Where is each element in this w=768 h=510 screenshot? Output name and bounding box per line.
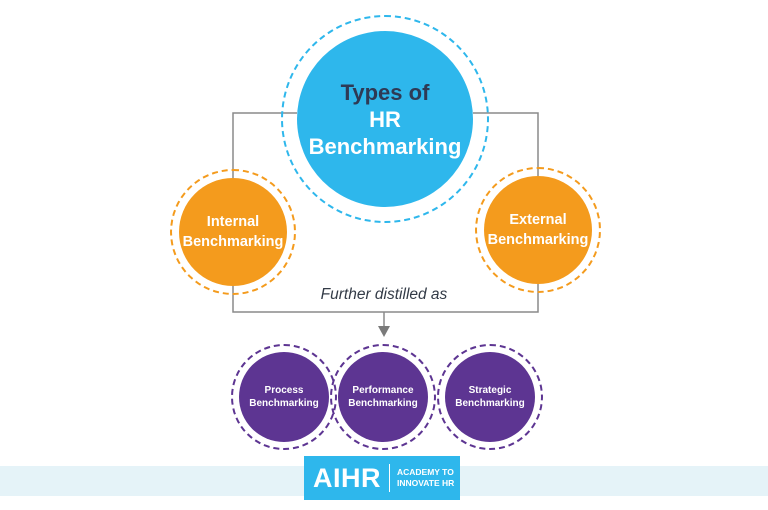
internal-label-line2: Benchmarking: [182, 234, 284, 250]
aihr-logo: AIHR ACADEMY TO INNOVATE HR: [304, 456, 460, 500]
logo-tagline-line2: INNOVATE HR: [397, 478, 455, 488]
right-connector: [473, 112, 539, 176]
process-label-line2: Benchmarking: [249, 398, 319, 409]
connector-label: Further distilled as: [320, 286, 448, 303]
main-node-title: Types of HR Benchmarking: [309, 79, 462, 160]
internal-label-line1: Internal: [206, 214, 260, 230]
main-node-ring: [281, 15, 489, 223]
left-connector: [232, 112, 297, 178]
main-title-line3: Benchmarking: [308, 133, 462, 159]
main-node: Types of HR Benchmarking: [297, 31, 473, 207]
performance-node-ring: [330, 344, 436, 450]
main-title-line1: Types of: [340, 79, 430, 105]
strategic-benchmarking-node: Strategic Benchmarking: [445, 352, 535, 442]
external-benchmarking-node: External Benchmarking: [484, 176, 592, 284]
internal-node-ring: [170, 169, 296, 295]
logo-divider: [389, 464, 390, 492]
internal-benchmarking-node: Internal Benchmarking: [179, 178, 287, 286]
strategic-node-ring: [437, 344, 543, 450]
logo-tagline: ACADEMY TO INNOVATE HR: [397, 467, 454, 489]
performance-benchmarking-node: Performance Benchmarking: [338, 352, 428, 442]
process-benchmarking-node: Process Benchmarking: [239, 352, 329, 442]
strategic-label-line1: Strategic: [468, 385, 512, 396]
process-label-line1: Process: [264, 385, 304, 396]
external-label-line1: External: [509, 212, 567, 228]
bottom-connector: [232, 284, 539, 313]
performance-label-line2: Benchmarking: [348, 398, 418, 409]
external-node-ring: [475, 167, 601, 293]
strategic-label-line2: Benchmarking: [455, 398, 525, 409]
arrow-down-icon: [378, 326, 390, 337]
logo-mark: AIHR: [313, 462, 381, 493]
performance-label-line1: Performance: [352, 385, 414, 396]
external-label-line2: Benchmarking: [487, 232, 589, 248]
logo-tagline-line1: ACADEMY TO: [397, 467, 454, 477]
main-title-line2: HR: [369, 106, 401, 132]
